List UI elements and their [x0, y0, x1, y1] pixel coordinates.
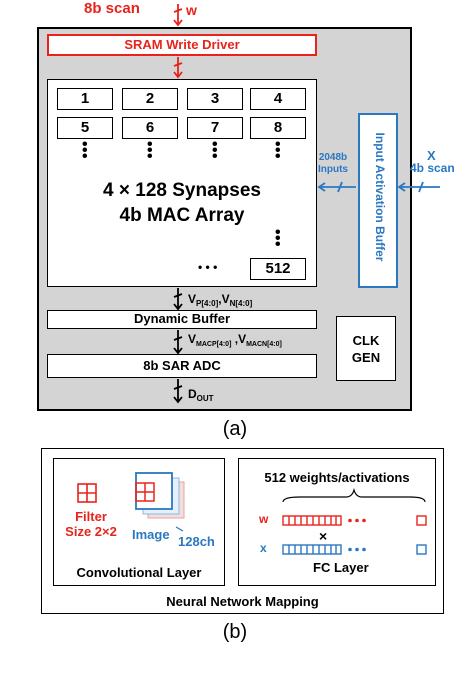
w-label: w: [186, 2, 197, 18]
synapse-cell: 2: [122, 88, 178, 110]
caption-b: (b): [222, 621, 248, 643]
image-stack-icon: [135, 472, 185, 532]
vertical-dots: •••: [275, 224, 281, 253]
filter-grid-icon: [77, 483, 97, 503]
vp-vn-signal: VP[4:0],VN[4:0]: [188, 292, 253, 308]
synapse-cell: 4: [250, 88, 306, 110]
vmac-signal: VMACP[4:0] ,VMACN[4:0]: [188, 332, 282, 348]
sram-write-driver: SRAM Write Driver: [47, 34, 317, 56]
conv-layer-title: Convolutional Layer: [76, 565, 202, 580]
vertical-dots: •••: [147, 136, 153, 165]
synapse-cell-512: 512: [250, 258, 306, 280]
nn-mapping-panel: [41, 448, 444, 614]
fc-layer-box: [238, 458, 436, 586]
input-activation-buffer: Input Activation Buffer: [358, 113, 398, 288]
w-row-label: w: [259, 512, 269, 526]
multiply-symbol: ×: [319, 528, 328, 544]
conv-layer-box: [53, 458, 225, 586]
scan-label: 8b scan: [84, 0, 140, 17]
fc-brace: [282, 487, 426, 503]
dynamic-buffer: Dynamic Buffer: [47, 310, 317, 329]
weight-vector-icon: [282, 515, 427, 526]
synapse-cell: 7: [187, 117, 243, 139]
synapse-cell: 1: [57, 88, 113, 110]
vertical-dots: •••: [82, 136, 88, 165]
activation-vector-icon: [282, 544, 427, 555]
channels-label: 128ch: [178, 534, 215, 549]
vertical-dots: •••: [275, 136, 281, 165]
image-label: Image: [132, 527, 170, 542]
vertical-dots: •••: [212, 136, 218, 165]
panel-b-graphics: [77, 472, 427, 555]
synapse-cell: 8: [250, 117, 306, 139]
x-scan-label: 4b scan: [410, 161, 455, 175]
inputs-label: 2048b Inputs: [318, 152, 348, 175]
caption-a: (a): [222, 418, 248, 440]
fc-heading: 512 weights/activations: [264, 470, 410, 485]
panel-a-arrows: [173, 4, 440, 404]
array-title: 4 × 128 Synapses 4b MAC Array: [103, 180, 261, 226]
mac-array: 1 2 3 4 5 6 7 8 ••• ••• ••• ••• 4 × 128 …: [47, 79, 317, 287]
synapse-cell: 5: [57, 117, 113, 139]
synapse-cell: 6: [122, 117, 178, 139]
horizontal-dots: • • •: [198, 260, 218, 274]
x-row-label: x: [260, 541, 267, 555]
nn-mapping-title: Neural Network Mapping: [166, 594, 319, 609]
sar-adc: 8b SAR ADC: [47, 354, 317, 378]
dout-signal: DOUT: [188, 387, 214, 403]
fc-layer-title: FC Layer: [313, 560, 369, 575]
synapse-cell: 3: [187, 88, 243, 110]
x-label: X: [427, 148, 436, 163]
filter-label: Filter Size 2×2: [65, 509, 117, 539]
clock-generator: CLK GEN: [336, 316, 396, 381]
